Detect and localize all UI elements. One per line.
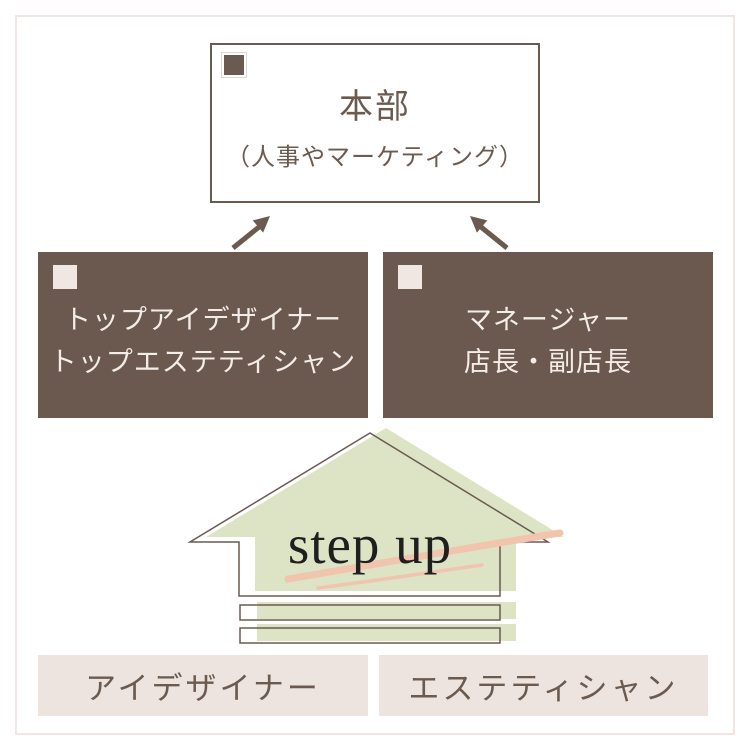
- org-box-esthetician: エステティシャン: [379, 655, 708, 716]
- pink-swoosh: [316, 563, 484, 590]
- role-label: エステティシャン: [408, 671, 679, 706]
- outline-bar: [239, 627, 501, 644]
- outline-arrow-shape: [187, 432, 551, 597]
- role-label: アイデザイナー: [85, 671, 321, 706]
- step-up-arrow-graphic: step up: [187, 428, 564, 644]
- pink-swoosh: [284, 529, 564, 583]
- outline-bar: [239, 604, 501, 621]
- role-line: 店長・副店長: [464, 347, 632, 377]
- org-box-manager: マネージャー 店長・副店長: [383, 252, 713, 418]
- headquarters-title: 本部: [339, 89, 411, 127]
- role-line: トップエステティシャン: [49, 347, 357, 377]
- up-arrow-icon: [231, 216, 270, 250]
- role-line: トップアイデザイナー: [63, 305, 343, 335]
- headquarters-subtitle: （人事やマーケティング）: [225, 144, 525, 171]
- square-bullet-icon: [53, 265, 77, 289]
- green-bar: [257, 602, 516, 619]
- square-bullet-icon: [222, 53, 246, 77]
- square-bullet-icon: [398, 265, 422, 289]
- up-arrow-icon: [470, 216, 509, 250]
- org-box-headquarters: 本部 （人事やマーケティング）: [210, 43, 540, 203]
- green-bar: [257, 624, 516, 641]
- org-box-top-designer: トップアイデザイナー トップエステティシャン: [38, 252, 368, 418]
- org-box-eye-designer: アイデザイナー: [38, 655, 368, 716]
- role-line: マネージャー: [464, 305, 632, 335]
- step-up-label: step up: [288, 514, 452, 575]
